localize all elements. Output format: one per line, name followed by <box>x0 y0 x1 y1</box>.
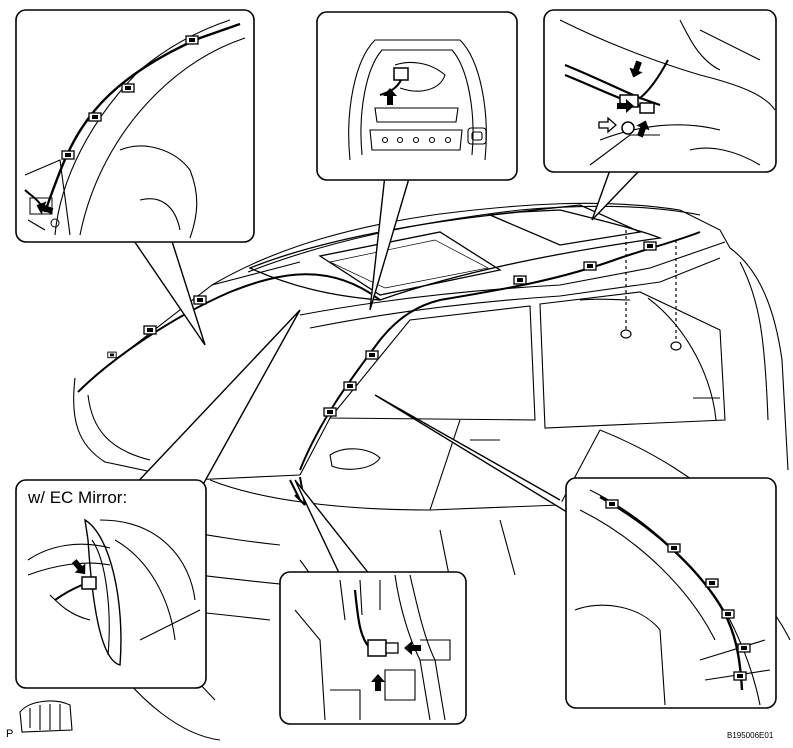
inset-a-pillar <box>15 9 255 243</box>
ec-mirror-label: w/ EC Mirror: <box>28 488 128 507</box>
inset-overhead-console <box>316 11 518 181</box>
inset-ec-mirror <box>15 479 207 689</box>
headliner-sunroof <box>248 204 663 301</box>
callout-pointers <box>129 169 641 576</box>
inset-rear-pillar <box>565 477 777 709</box>
inset-roof-connectors <box>543 9 777 173</box>
view-mark-label: P <box>6 728 14 740</box>
inset-lower-connector <box>279 571 467 725</box>
clip-bolts <box>620 230 682 351</box>
figure-code-label: B195006E01 <box>727 731 774 740</box>
